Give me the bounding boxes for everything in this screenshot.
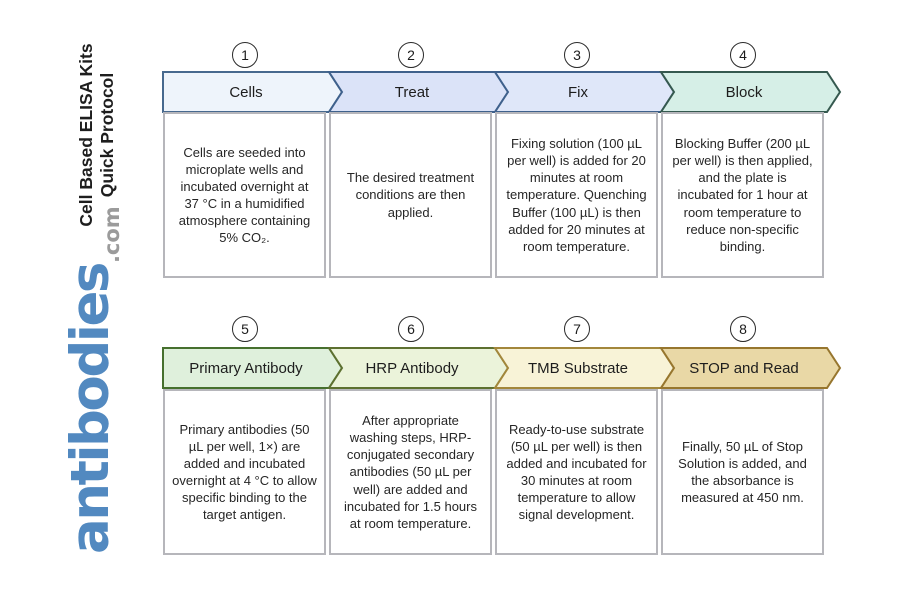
brand-logo-suffix: .com (100, 206, 124, 264)
page-title: Cell Based ELISA Kits Quick Protocol (76, 35, 118, 235)
step-description-6: After appropriate washing steps, HRP-con… (329, 389, 492, 555)
step-description-4: Blocking Buffer (200 µL per well) is the… (661, 112, 824, 278)
step-number-badge-6: 6 (398, 316, 424, 342)
chevron-arrow-3 (493, 71, 676, 113)
arrow-row-1 (162, 71, 842, 113)
chevron-arrow-8 (659, 347, 842, 389)
step-description-7: Ready-to-use substrate (50 µL per well) … (495, 389, 658, 555)
step-number-3: 3 (573, 47, 581, 63)
step-description-text-3: Fixing solution (100 µL per well) is add… (506, 135, 647, 254)
step-description-text-4: Blocking Buffer (200 µL per well) is the… (672, 135, 813, 254)
step-number-4: 4 (739, 47, 747, 63)
step-number-6: 6 (407, 321, 415, 337)
step-number-badge-3: 3 (564, 42, 590, 68)
chevron-arrow-7 (493, 347, 676, 389)
step-number-5: 5 (241, 321, 249, 337)
step-description-text-2: The desired treatment conditions are the… (346, 170, 475, 220)
step-description-text-5: Primary antibodies (50 µL per well, 1×) … (172, 421, 317, 523)
brand-logo-text: antibodies (60, 264, 121, 554)
arrow-row-2 (162, 347, 842, 389)
chevron-arrow-4 (659, 71, 842, 113)
step-number-8: 8 (739, 321, 747, 337)
page-title-line2: Quick Protocol (97, 72, 117, 198)
step-description-3: Fixing solution (100 µL per well) is add… (495, 112, 658, 278)
chevron-arrow-2 (327, 71, 510, 113)
step-description-1: Cells are seeded into microplate wells a… (163, 112, 326, 278)
step-number-badge-1: 1 (232, 42, 258, 68)
step-description-8: Finally, 50 µL of Stop Solution is added… (661, 389, 824, 555)
step-number-1: 1 (241, 47, 249, 63)
step-description-text-1: Cells are seeded into microplate wells a… (178, 144, 311, 246)
step-description-2: The desired treatment conditions are the… (329, 112, 492, 278)
step-number-badge-5: 5 (232, 316, 258, 342)
step-description-5: Primary antibodies (50 µL per well, 1×) … (163, 389, 326, 555)
protocol-diagram: 1 2 3 4 Cells Treat Fix Block Cells are … (162, 0, 862, 594)
step-number-badge-7: 7 (564, 316, 590, 342)
step-number-2: 2 (407, 47, 415, 63)
brand-logo: antibodies.com (60, 206, 130, 554)
chevron-arrow-6 (327, 347, 510, 389)
step-number-badge-2: 2 (398, 42, 424, 68)
step-description-text-7: Ready-to-use substrate (50 µL per well) … (506, 421, 647, 523)
step-description-text-8: Finally, 50 µL of Stop Solution is added… (678, 438, 807, 506)
chevron-arrow-5 (162, 347, 344, 389)
chevron-arrow-1 (162, 71, 344, 113)
step-number-badge-4: 4 (730, 42, 756, 68)
page-title-line1: Cell Based ELISA Kits (76, 43, 96, 227)
step-description-text-6: After appropriate washing steps, HRP-con… (344, 412, 477, 531)
step-number-7: 7 (573, 321, 581, 337)
step-number-badge-8: 8 (730, 316, 756, 342)
